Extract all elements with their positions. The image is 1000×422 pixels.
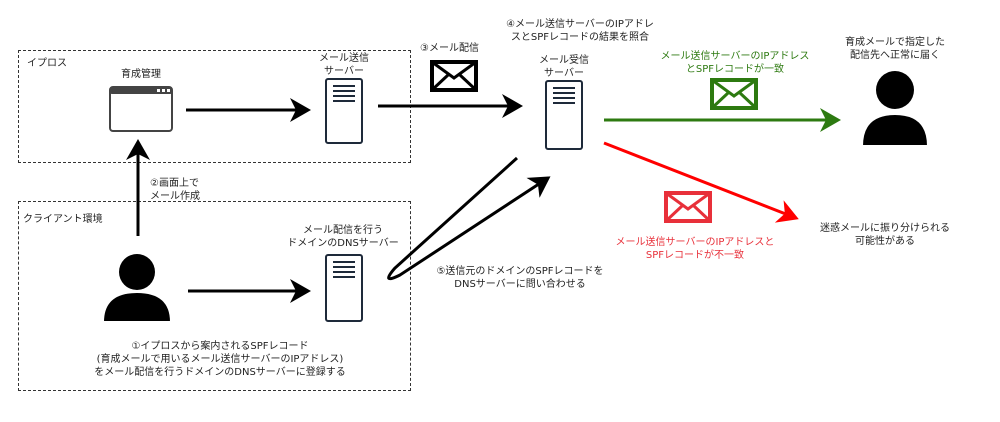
mismatch-result-label: メール送信サーバーのIPアドレスと SPFレコードが不一致 <box>615 237 775 261</box>
receive-server-label: メール受信 サーバー <box>539 55 589 79</box>
step3-label: ③メール配信 <box>420 43 479 54</box>
group-client-label: クライアント環境 <box>23 214 103 225</box>
step4-label: ④メール送信サーバーのIPアドレ スとSPFレコードの結果を照合 <box>506 19 654 43</box>
mail-envelope-icon <box>430 60 478 92</box>
arrow-dns-query-loop <box>387 156 551 281</box>
client-user-icon <box>101 254 173 323</box>
recipient-label: 育成メールで指定した 配信先へ正常に届く <box>845 37 945 61</box>
browser-window-icon <box>109 86 173 132</box>
step2-label: ②画面上で メール作成 <box>150 178 200 202</box>
send-server-label: メール送信 サーバー <box>319 53 369 77</box>
mismatch-envelope-icon <box>664 191 712 223</box>
arrow-mismatch-to-spam <box>603 141 799 223</box>
recipient-user-icon <box>860 71 930 147</box>
match-result-label: メール送信サーバーのIPアドレス とSPFレコードが一致 <box>660 51 810 75</box>
dns-server-icon <box>325 254 363 322</box>
ikusei-kanri-label: 育成管理 <box>121 69 161 80</box>
send-server-icon <box>325 78 363 144</box>
match-envelope-icon <box>710 78 758 110</box>
dns-server-label: メール配信を行う ドメインのDNSサーバー <box>287 225 399 249</box>
receive-server-icon <box>545 80 583 150</box>
spam-label: 迷惑メールに振り分けられる 可能性がある <box>820 223 950 247</box>
step1-label: ①イプロスから案内されるSPFレコード (育成メールで用いるメール送信サーバーの… <box>94 341 346 378</box>
step5-label: ⑤送信元のドメインのSPFレコードを DNSサーバーに問い合わせる <box>436 266 604 290</box>
group-client <box>18 201 411 391</box>
group-iprosu-label: イプロス <box>27 58 67 69</box>
